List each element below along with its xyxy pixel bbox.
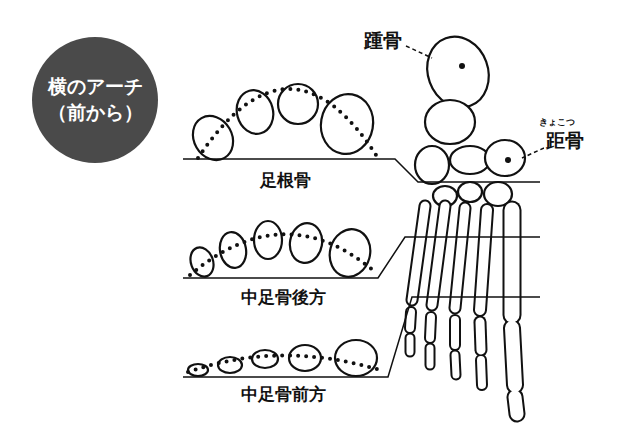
- bone-dot: [505, 157, 511, 163]
- title-text: 横のアーチ （前から）: [45, 74, 145, 125]
- front-metatarsal-section: [188, 340, 377, 376]
- section-name: 中足骨後方: [239, 288, 328, 308]
- arch-dots: [198, 89, 378, 158]
- title-circle: 横のアーチ （前から）: [32, 37, 158, 163]
- bone-name: 距骨: [544, 130, 586, 152]
- bone-dot: [459, 63, 465, 69]
- bone-name: 踵骨: [362, 30, 404, 52]
- section-name: 足根骨: [258, 171, 313, 191]
- section-name: 中足骨前方: [239, 385, 328, 405]
- arch-dots: [188, 355, 380, 372]
- rear-metatarsal-section: [187, 221, 376, 282]
- furigana: きょこつ: [537, 117, 577, 127]
- section-guides: [183, 159, 540, 377]
- arch-dots: [190, 234, 375, 275]
- tarsal-section: [185, 84, 378, 167]
- tarsal-bones: [415, 28, 525, 206]
- leader-lines: [406, 46, 544, 158]
